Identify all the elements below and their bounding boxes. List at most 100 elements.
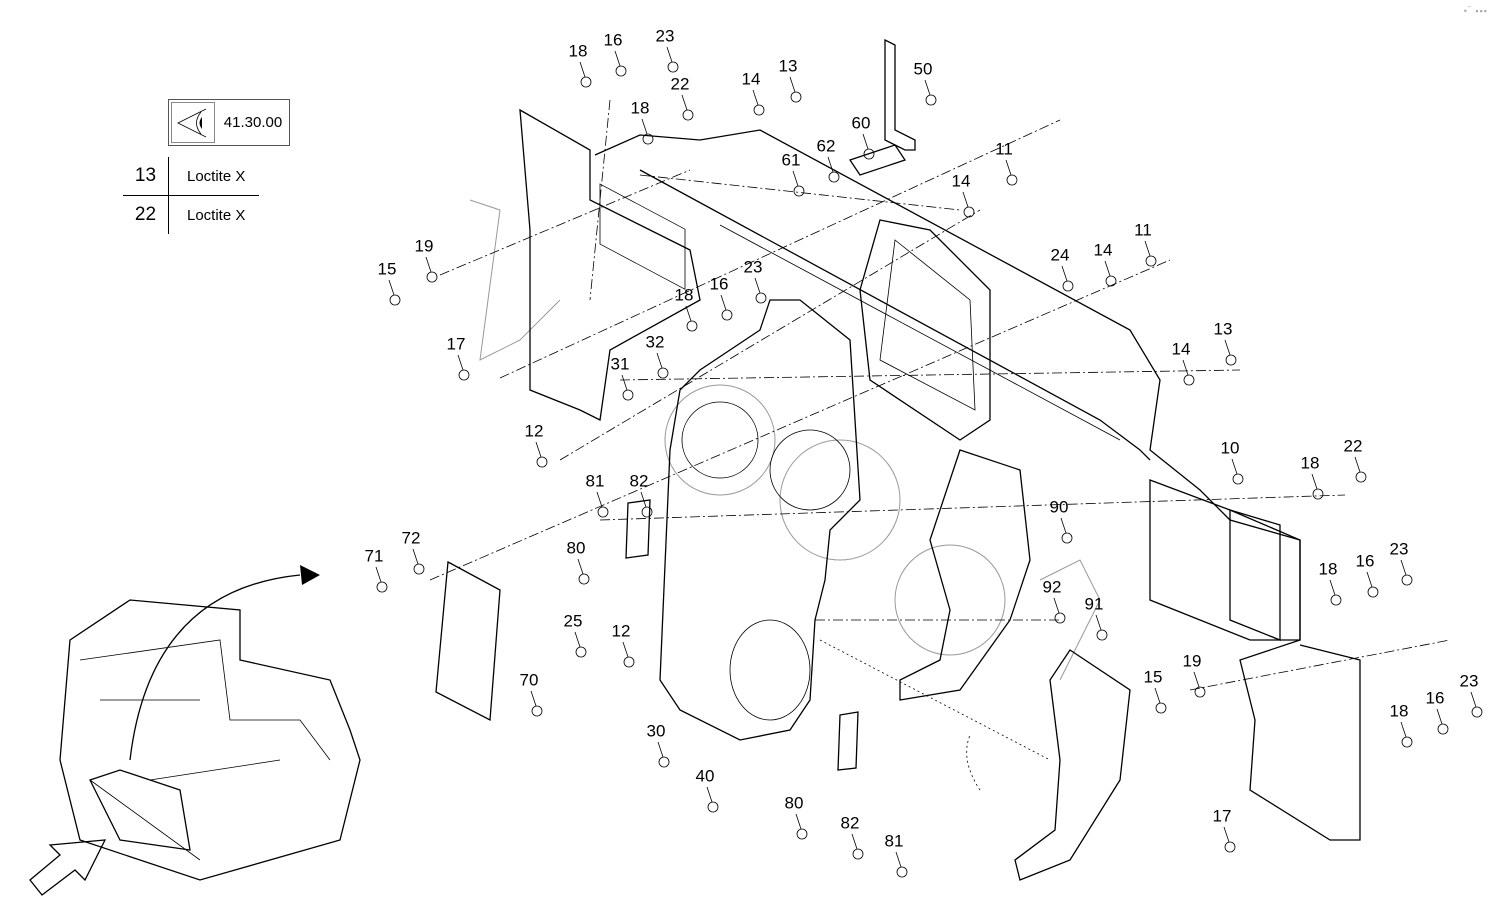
part-10-main-plate[interactable] xyxy=(594,129,1361,841)
part-30-housing[interactable] xyxy=(659,299,861,741)
callout-16[interactable]: 16 xyxy=(1426,688,1445,707)
callout-81[interactable]: 81 xyxy=(586,471,605,490)
fastener-part-32 xyxy=(657,367,669,379)
callout-18[interactable]: 18 xyxy=(1301,453,1320,472)
callout-12[interactable]: 12 xyxy=(525,421,544,440)
fastener-part-18 xyxy=(642,133,654,145)
fastener-part-23 xyxy=(755,292,767,304)
callout-22[interactable]: 22 xyxy=(671,74,690,93)
callout-32[interactable]: 32 xyxy=(646,332,665,351)
callout-23[interactable]: 23 xyxy=(744,257,763,276)
callout-92[interactable]: 92 xyxy=(1043,577,1062,596)
callout-13[interactable]: 13 xyxy=(1214,319,1233,338)
fastener-part-18 xyxy=(1312,488,1324,500)
callout-15[interactable]: 15 xyxy=(378,259,397,278)
callout-11[interactable]: 11 xyxy=(1134,220,1152,239)
callout-10[interactable]: 10 xyxy=(1221,438,1240,457)
part-50-bracket[interactable] xyxy=(884,38,916,151)
callout-16[interactable]: 16 xyxy=(604,30,623,49)
callout-17[interactable]: 17 xyxy=(447,334,466,353)
leader-line xyxy=(1470,691,1477,708)
callout-50[interactable]: 50 xyxy=(914,59,933,78)
callout-72[interactable]: 72 xyxy=(402,528,421,547)
note-item: 22 xyxy=(123,196,169,234)
fastener-part-30 xyxy=(658,756,670,768)
fastener-part-12 xyxy=(536,456,548,468)
leader-line xyxy=(1095,614,1102,631)
note-row: 22 Loctite X xyxy=(123,196,259,234)
callout-18[interactable]: 18 xyxy=(1390,701,1409,720)
callout-23[interactable]: 23 xyxy=(1460,671,1479,690)
callout-62[interactable]: 62 xyxy=(817,136,836,155)
fastener-part-82 xyxy=(641,506,653,518)
callout-14[interactable]: 14 xyxy=(952,171,971,190)
callout-91[interactable]: 91 xyxy=(1085,594,1104,613)
callout-16[interactable]: 16 xyxy=(710,274,729,293)
callout-81[interactable]: 81 xyxy=(885,831,904,850)
leader-line xyxy=(962,191,969,208)
callout-18[interactable]: 18 xyxy=(631,98,650,117)
callout-18[interactable]: 18 xyxy=(1319,559,1338,578)
fastener-part-82 xyxy=(852,848,864,860)
callout-60[interactable]: 60 xyxy=(852,113,871,132)
callout-14[interactable]: 14 xyxy=(742,69,761,88)
fastener-part-40 xyxy=(707,801,719,813)
fastener-part-15 xyxy=(389,294,401,306)
note-text: Loctite X xyxy=(187,206,246,224)
leader-line xyxy=(1061,265,1068,282)
callout-40[interactable]: 40 xyxy=(696,766,715,785)
part-70-cover[interactable] xyxy=(435,560,501,722)
callout-14[interactable]: 14 xyxy=(1094,240,1113,259)
fastener-part-90 xyxy=(1061,532,1073,544)
callout-14[interactable]: 14 xyxy=(1172,339,1191,358)
callout-18[interactable]: 18 xyxy=(569,41,588,60)
callout-31[interactable]: 31 xyxy=(611,354,630,373)
callout-16[interactable]: 16 xyxy=(1356,551,1375,570)
callout-17[interactable]: 17 xyxy=(1213,806,1232,825)
callout-25[interactable]: 25 xyxy=(564,611,583,630)
callout-18[interactable]: 18 xyxy=(675,285,694,304)
fastener-part-62 xyxy=(828,171,840,183)
fastener-part-23 xyxy=(1471,706,1483,718)
callout-80[interactable]: 80 xyxy=(567,538,586,557)
view-direction-arrow-icon xyxy=(29,839,107,896)
callout-82[interactable]: 82 xyxy=(630,471,649,490)
callout-labels: 18 16 23 22 18 14 13 50 60 62 61 11 14 24 14 11 19 15 17 18… xyxy=(365,26,1483,878)
callout-24[interactable]: 24 xyxy=(1051,245,1070,264)
part-left-mount-plate[interactable] xyxy=(519,108,701,421)
part-right-frame[interactable] xyxy=(859,219,991,441)
part-90-bracket[interactable] xyxy=(899,449,1031,701)
fastener-part-23 xyxy=(667,61,679,73)
callout-22[interactable]: 22 xyxy=(1344,436,1363,455)
leader-line xyxy=(657,741,664,758)
callout-90[interactable]: 90 xyxy=(1050,497,1069,516)
callout-13[interactable]: 13 xyxy=(779,56,798,75)
callout-23[interactable]: 23 xyxy=(1390,539,1409,558)
callout-19[interactable]: 19 xyxy=(415,236,434,255)
leader-line xyxy=(706,786,713,803)
leader-line xyxy=(795,813,802,830)
fastener-part-16 xyxy=(615,65,627,77)
callout-80[interactable]: 80 xyxy=(785,793,804,812)
callout-61[interactable]: 61 xyxy=(782,150,801,169)
callout-15[interactable]: 15 xyxy=(1144,667,1163,686)
callout-12[interactable]: 12 xyxy=(612,621,631,640)
callout-19[interactable]: 19 xyxy=(1183,651,1202,670)
callout-23[interactable]: 23 xyxy=(656,26,675,45)
fastener-part-92 xyxy=(1054,612,1066,624)
leader-line xyxy=(535,441,542,458)
callout-70[interactable]: 70 xyxy=(520,670,539,689)
fastener-part-91 xyxy=(1096,629,1108,641)
callout-71[interactable]: 71 xyxy=(365,546,384,565)
leader-line xyxy=(1436,708,1443,725)
leader-line xyxy=(1154,687,1161,704)
fastener-part-14 xyxy=(753,104,765,116)
reference-box[interactable]: 41.30.00 xyxy=(168,99,290,146)
callout-30[interactable]: 30 xyxy=(647,721,666,740)
fastener-part-14 xyxy=(963,206,975,218)
leader-line xyxy=(789,76,796,93)
callout-82[interactable]: 82 xyxy=(841,813,860,832)
fastener-part-23 xyxy=(1401,574,1413,586)
callout-11[interactable]: 11 xyxy=(995,139,1013,158)
leader-line xyxy=(621,374,628,391)
